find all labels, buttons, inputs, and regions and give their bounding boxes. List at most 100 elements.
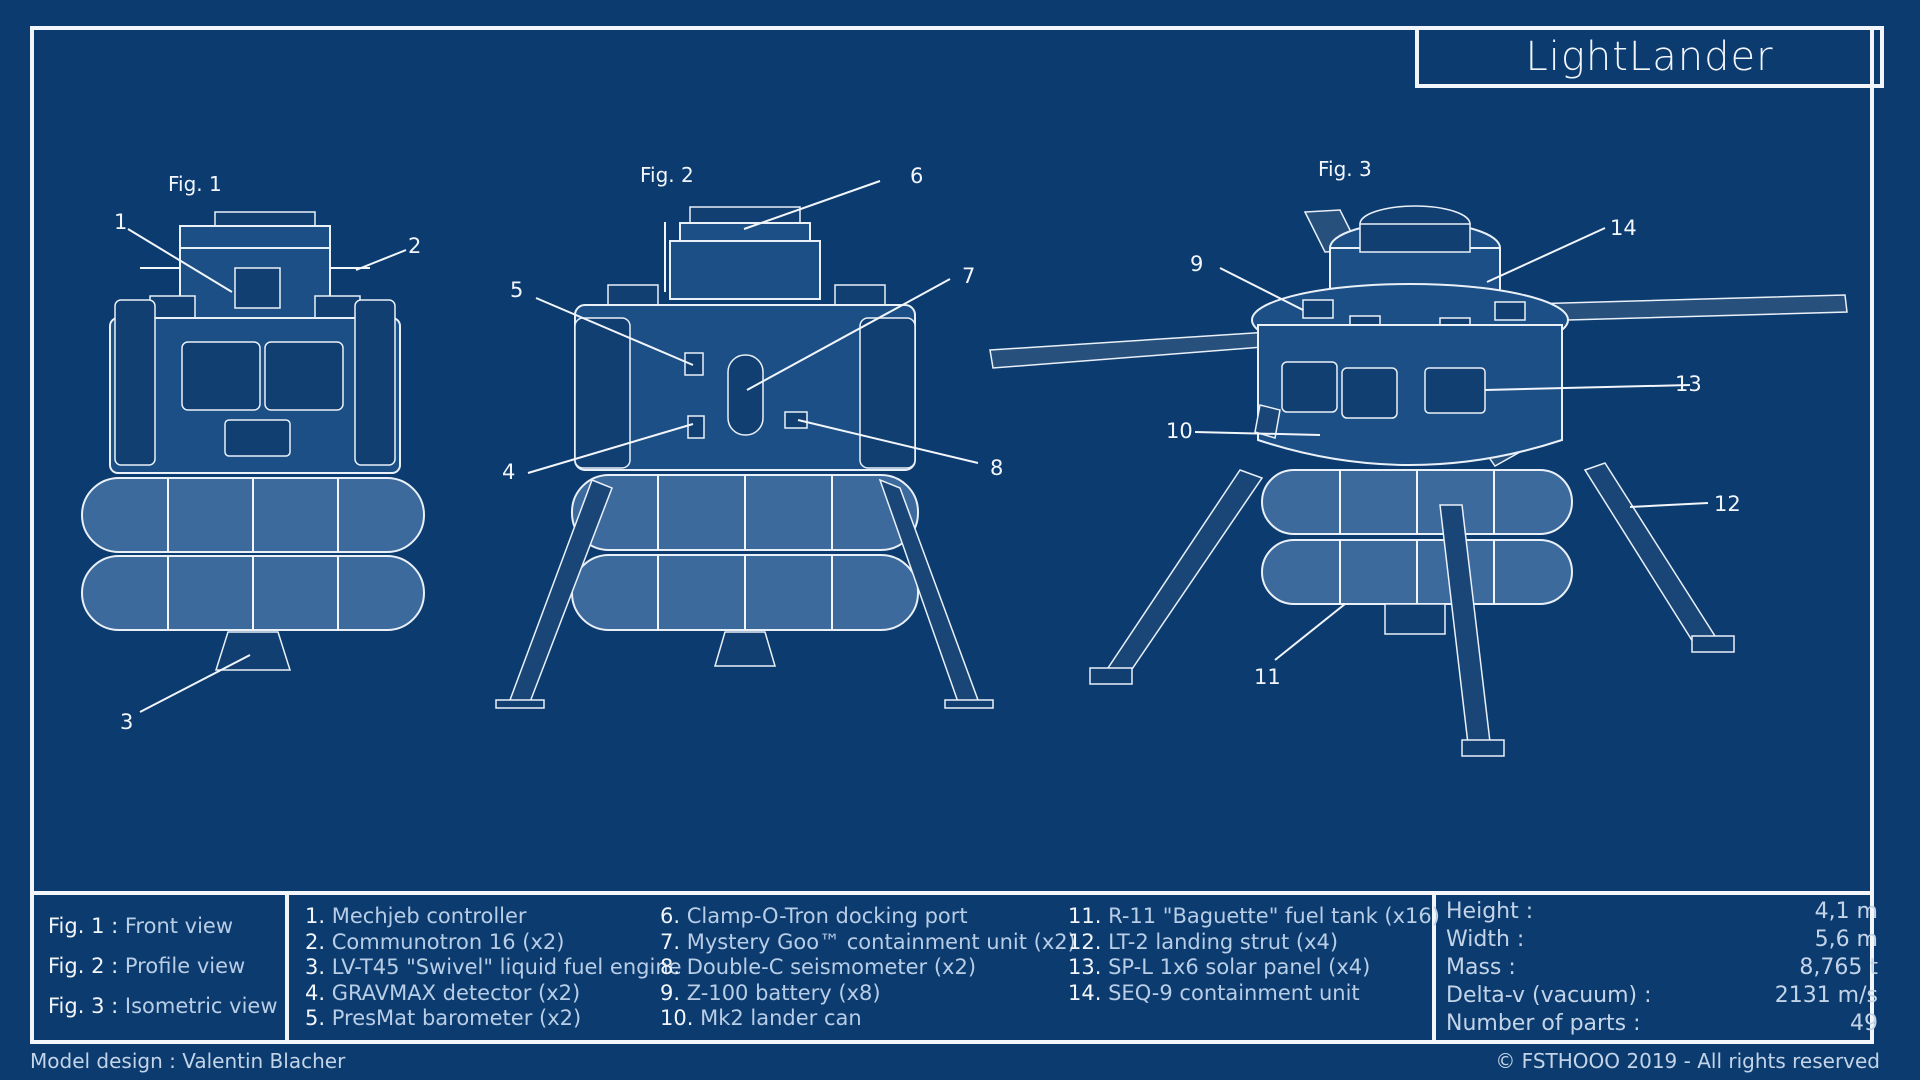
legend-column-divider-2 (1432, 895, 1436, 1044)
views-legend: Fig. 1 : Front view Fig. 2 : Profile vie… (48, 906, 278, 1026)
part-item: 4. GRAVMAX detector (x2) (305, 981, 682, 1007)
model-design-credit: Model design : Valentin Blacher (30, 1049, 346, 1073)
part-number: 12. (1068, 929, 1102, 954)
spec-row: Width : 5,6 m (1446, 926, 1878, 954)
part-name: GRAVMAX detector (x2) (331, 980, 581, 1005)
callout-11: 11 (1254, 665, 1281, 689)
callout-13: 13 (1675, 372, 1702, 396)
callout-5: 5 (510, 278, 524, 302)
part-number: 8. (660, 955, 681, 979)
callout-8: 8 (990, 456, 1004, 480)
view-value: Isometric view (124, 994, 278, 1018)
part-number: 1. (305, 904, 326, 928)
specs-panel: Height : 4,1 m Width : 5,6 m Mass : 8,765 t… (1446, 898, 1878, 1038)
parts-list-column-3: 11. R-11 "Baguette" fuel tank (x16) 12. … (1068, 904, 1440, 1006)
part-number: 5. (305, 1006, 326, 1030)
spec-value: 5,6 m (1814, 927, 1878, 952)
part-item: 12. LT-2 landing strut (x4) (1068, 930, 1440, 956)
callout-3: 3 (120, 710, 134, 734)
part-number: 9. (660, 980, 681, 1005)
part-name: Mechjeb controller (331, 904, 527, 928)
views-legend-row: Fig. 1 : Front view (48, 906, 278, 946)
part-name: SEQ-9 containment unit (1108, 980, 1360, 1005)
part-name: Double-C seismometer (x2) (686, 955, 977, 979)
spec-value: 8,765 t (1799, 955, 1878, 980)
part-number: 11. (1068, 904, 1102, 928)
view-key: Fig. 2 : (48, 954, 119, 978)
spec-row: Height : 4,1 m (1446, 898, 1878, 926)
part-item: 3. LV-T45 "Swivel" liquid fuel engine (305, 955, 682, 981)
part-name: Mystery Goo™ containment unit (x2) (686, 929, 1076, 954)
part-number: 3. (305, 955, 326, 979)
callout-10: 10 (1166, 419, 1193, 443)
parts-list-column-1: 1. Mechjeb controller 2. Communotron 16 … (305, 904, 682, 1032)
part-item: 6. Clamp-O-Tron docking port (660, 904, 1076, 930)
fig-1-label: Fig. 1 (168, 172, 222, 196)
part-item: 13. SP-L 1x6 solar panel (x4) (1068, 955, 1440, 981)
part-number: 6. (660, 904, 681, 928)
spec-label: Width : (1446, 927, 1525, 952)
fig-2-label: Fig. 2 (640, 163, 694, 187)
part-name: R-11 "Baguette" fuel tank (x16) (1108, 904, 1440, 928)
part-number: 7. (660, 929, 681, 954)
part-name: LV-T45 "Swivel" liquid fuel engine (331, 955, 682, 979)
spec-value: 49 (1850, 1011, 1878, 1036)
view-key: Fig. 1 : (48, 914, 119, 938)
view-key: Fig. 3 : (48, 994, 119, 1018)
callout-14: 14 (1610, 216, 1637, 240)
part-item: 7. Mystery Goo™ containment unit (x2) (660, 930, 1076, 956)
spec-label: Height : (1446, 899, 1534, 924)
spec-row: Number of parts : 49 (1446, 1010, 1878, 1038)
views-legend-row: Fig. 3 : Isometric view (48, 986, 278, 1026)
fig-3-label: Fig. 3 (1318, 157, 1372, 181)
parts-list-column-2: 6. Clamp-O-Tron docking port 7. Mystery … (660, 904, 1076, 1032)
title-box: LightLander (1415, 26, 1884, 88)
part-name: Communotron 16 (x2) (331, 929, 565, 954)
part-number: 2. (305, 929, 326, 954)
callout-7: 7 (962, 264, 976, 288)
views-legend-row: Fig. 2 : Profile view (48, 946, 278, 986)
part-name: Clamp-O-Tron docking port (686, 904, 968, 928)
part-name: Z-100 battery (x8) (686, 980, 881, 1005)
callout-4: 4 (502, 460, 516, 484)
part-number: 13. (1068, 955, 1102, 979)
spec-label: Delta-v (vacuum) : (1446, 983, 1652, 1008)
callout-9: 9 (1190, 252, 1204, 276)
spec-label: Mass : (1446, 955, 1516, 980)
part-name: Mk2 lander can (700, 1006, 862, 1030)
callout-6: 6 (910, 164, 924, 188)
part-name: LT-2 landing strut (x4) (1108, 929, 1339, 954)
profile-view-drawing (495, 180, 994, 709)
part-item: 5. PresMat barometer (x2) (305, 1006, 682, 1032)
part-item: 11. R-11 "Baguette" fuel tank (x16) (1068, 904, 1440, 930)
spec-row: Delta-v (vacuum) : 2131 m/s (1446, 982, 1878, 1010)
part-item: 14. SEQ-9 containment unit (1068, 981, 1440, 1007)
part-name: SP-L 1x6 solar panel (x4) (1108, 955, 1371, 979)
part-number: 10. (660, 1006, 694, 1030)
view-value: Front view (124, 914, 234, 938)
blueprint-frame (30, 26, 1874, 1044)
front-view-drawing (81, 211, 425, 713)
legend-column-divider-1 (285, 895, 289, 1044)
view-value: Profile view (124, 954, 246, 978)
part-item: 1. Mechjeb controller (305, 904, 682, 930)
part-name: PresMat barometer (x2) (331, 1006, 582, 1030)
part-item: 2. Communotron 16 (x2) (305, 930, 682, 956)
copyright-notice: © FSTHOOO 2019 - All rights reserved (1495, 1049, 1880, 1073)
part-item: 9. Z-100 battery (x8) (660, 981, 1076, 1007)
callout-2: 2 (408, 234, 422, 258)
isometric-view-drawing (989, 205, 1848, 757)
blueprint-title: LightLander (1525, 34, 1774, 80)
spec-value: 2131 m/s (1774, 983, 1878, 1008)
callout-1: 1 (114, 210, 128, 234)
legend-divider (30, 891, 1874, 895)
part-number: 4. (305, 980, 326, 1005)
part-item: 10. Mk2 lander can (660, 1006, 1076, 1032)
part-item: 8. Double-C seismometer (x2) (660, 955, 1076, 981)
spec-value: 4,1 m (1814, 899, 1878, 924)
spec-label: Number of parts : (1446, 1011, 1641, 1036)
spec-row: Mass : 8,765 t (1446, 954, 1878, 982)
callout-12: 12 (1714, 492, 1741, 516)
part-number: 14. (1068, 980, 1102, 1005)
